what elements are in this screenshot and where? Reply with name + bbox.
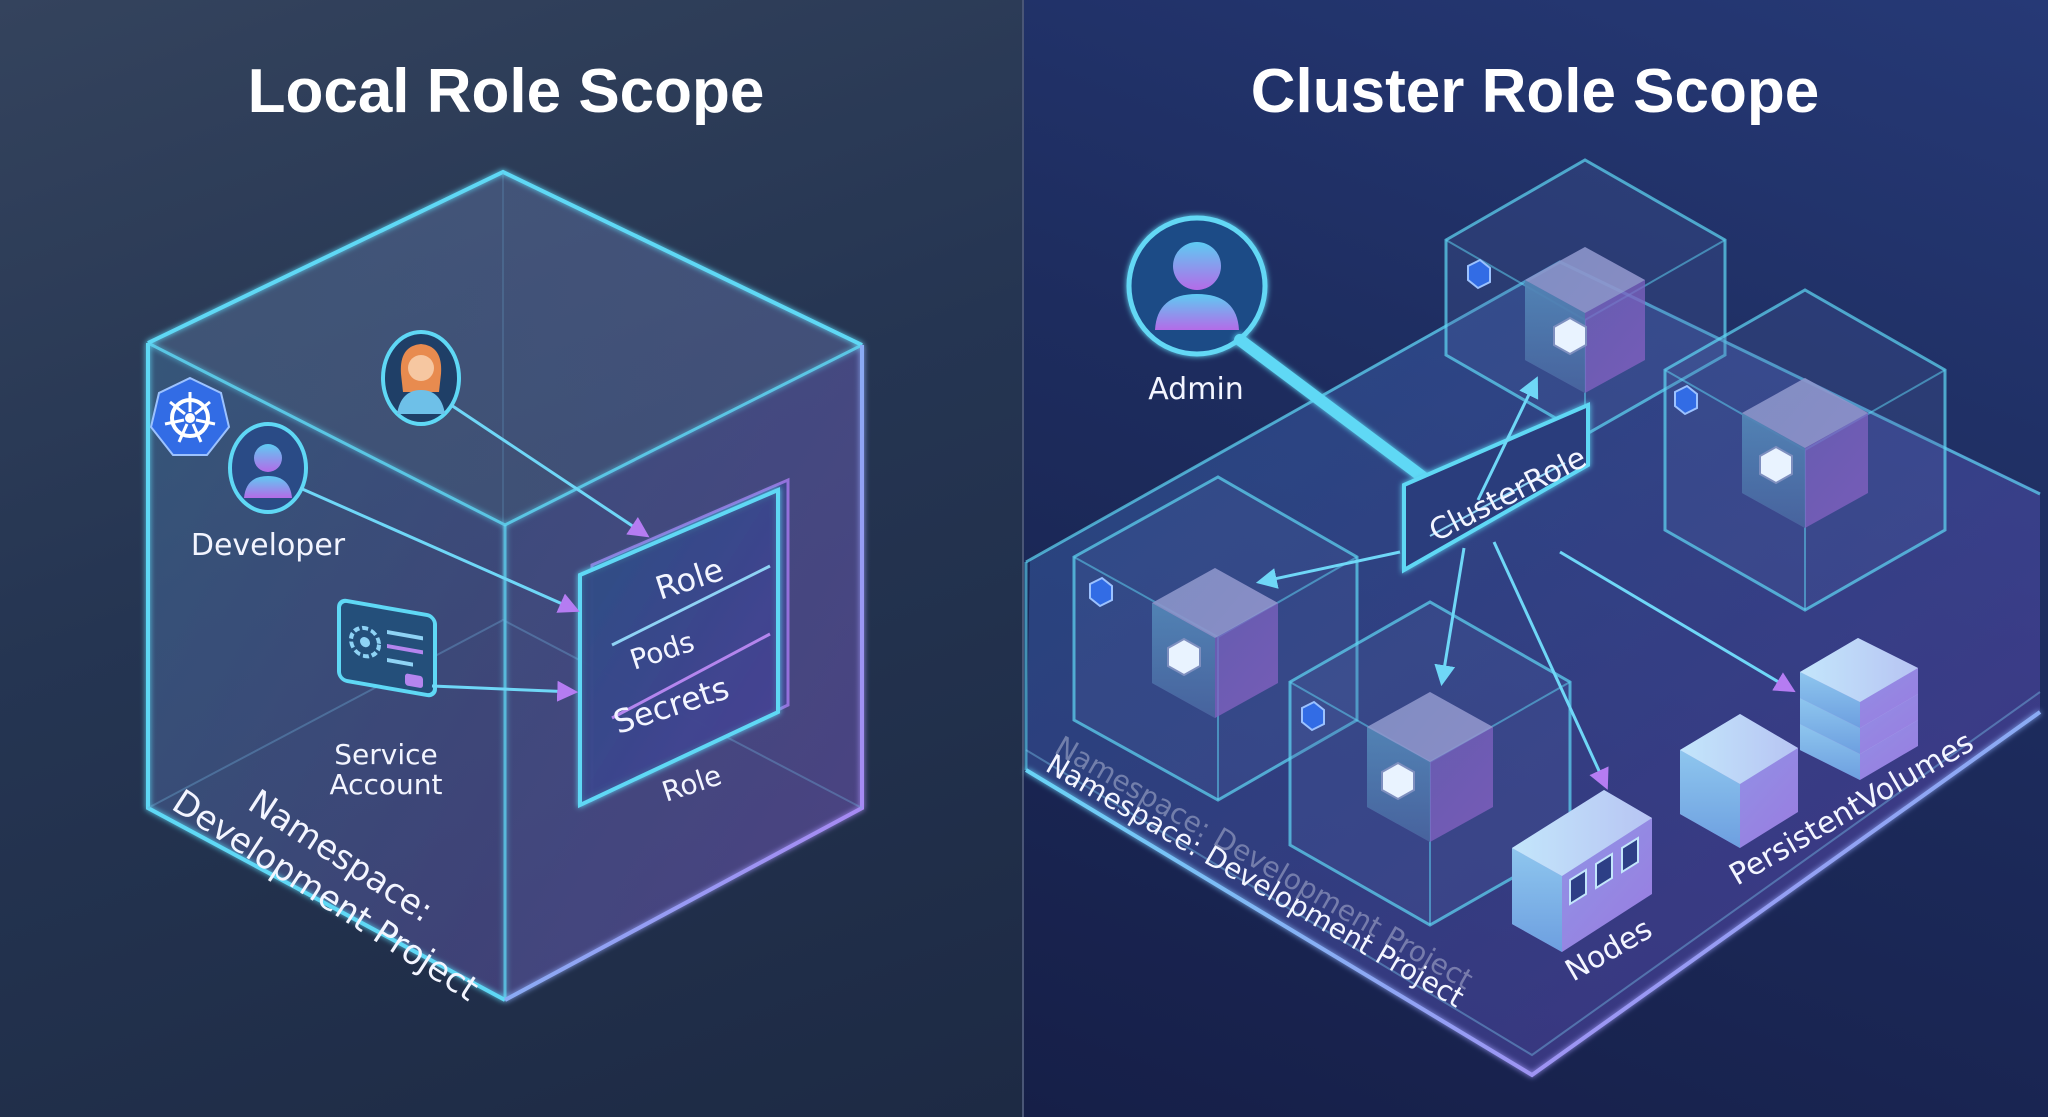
persistent-volumes-icon	[1800, 638, 1918, 780]
arrow-clusterrole-to-back-namespace	[1476, 376, 1539, 501]
arrow-clusterrole-to-middle-namespace	[1434, 547, 1466, 687]
admin-icon	[1126, 215, 1268, 357]
namespace-badge-icon	[1089, 258, 1698, 732]
developer-avatar-icon	[228, 422, 308, 514]
arrow-clusterrole-to-persistent-volumes	[1559, 550, 1796, 693]
user-icon	[381, 330, 461, 426]
storage-cube-icon	[1680, 714, 1798, 848]
admin-label: Admin	[1148, 372, 1244, 407]
panel-divider	[1022, 0, 1024, 1117]
pod-icon	[1167, 316, 1793, 801]
service-account-icon	[337, 598, 437, 698]
arrow-clusterrole-to-nodes	[1492, 541, 1609, 790]
arrow-user-to-role	[450, 403, 650, 538]
role-card: Role Pods Secrets Role	[578, 477, 790, 809]
nodes-icon	[1512, 790, 1652, 952]
developer-label: Developer	[191, 528, 346, 563]
namespace-cube-right	[1663, 288, 1947, 612]
arrow-developer-to-role	[299, 486, 580, 613]
arrow-clusterrole-to-left-namespace	[1255, 550, 1401, 589]
kubernetes-icon	[149, 376, 231, 456]
service-account-label-line2: Account	[329, 768, 442, 801]
namespace-cube-middle	[1288, 600, 1572, 927]
admin-to-clusterrole-link	[1234, 334, 1438, 490]
right-panel-title: Cluster Role Scope	[1251, 57, 1819, 126]
arrow-service-account-to-role	[431, 680, 579, 702]
left-panel-title: Local Role Scope	[248, 57, 765, 126]
namespace-cube-back	[1444, 158, 1727, 437]
cube-left-face	[148, 343, 505, 1000]
service-account-label-line1: Service	[334, 738, 437, 771]
